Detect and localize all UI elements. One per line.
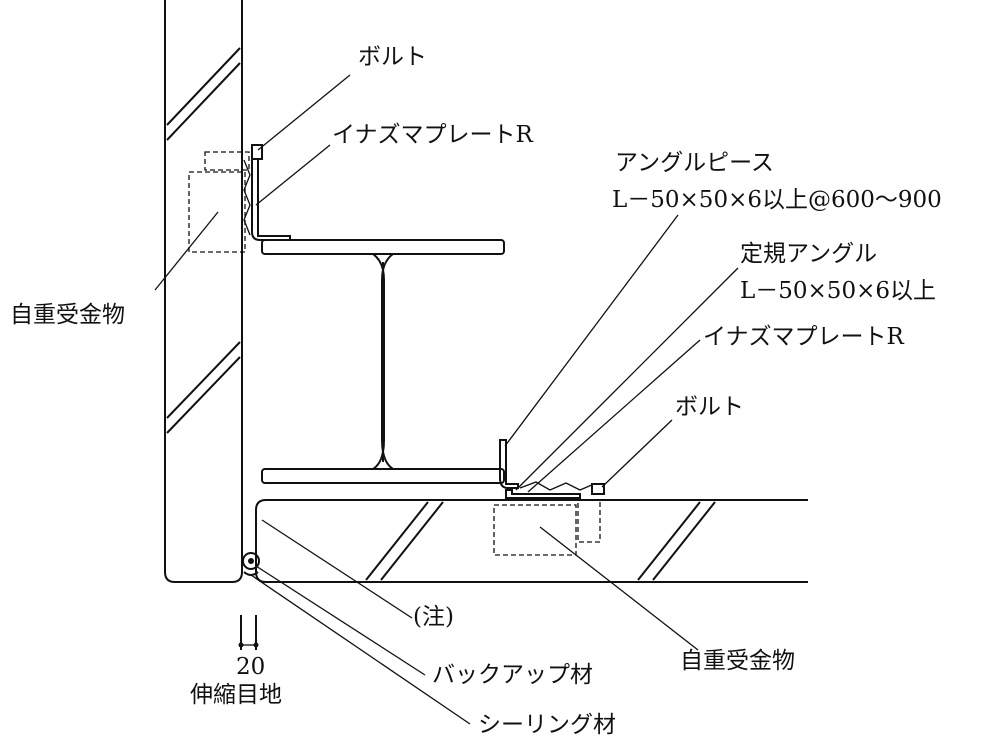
leader-lines [154,74,739,725]
h-beam [261,239,505,484]
label-bolt-right: ボルト [675,394,744,420]
upper-connection [188,144,291,253]
label-fixed-angle-title: 定規アングル [740,241,878,267]
vertical-wall-panel [164,0,243,583]
label-self-weight-bracket-bottom: 自重受金物 [680,648,795,674]
label-backup-material: バックアップ材 [432,662,593,688]
label-sealing-material: シーリング材 [478,712,616,738]
label-angle-piece-title: アングルピース [615,150,774,176]
lower-connection [493,439,605,556]
label-fixed-angle-spec: L－50×50×6以上 [740,278,936,304]
horizontal-panel [255,499,808,583]
label-self-weight-bracket-left: 自重受金物 [10,302,125,328]
label-inazuma-plate-right: イナズマプレートR [703,324,904,350]
label-bolt-top: ボルト [358,44,427,70]
label-joint-width: 20 [236,654,266,680]
label-inazuma-plate-top: イナズマプレートR [332,122,533,148]
label-expansion-joint: 伸縮目地 [190,682,282,708]
joint-dimension [238,615,259,650]
label-note: (注) [413,604,454,630]
label-angle-piece-spec: L－50×50×6以上@600～900 [612,187,942,213]
